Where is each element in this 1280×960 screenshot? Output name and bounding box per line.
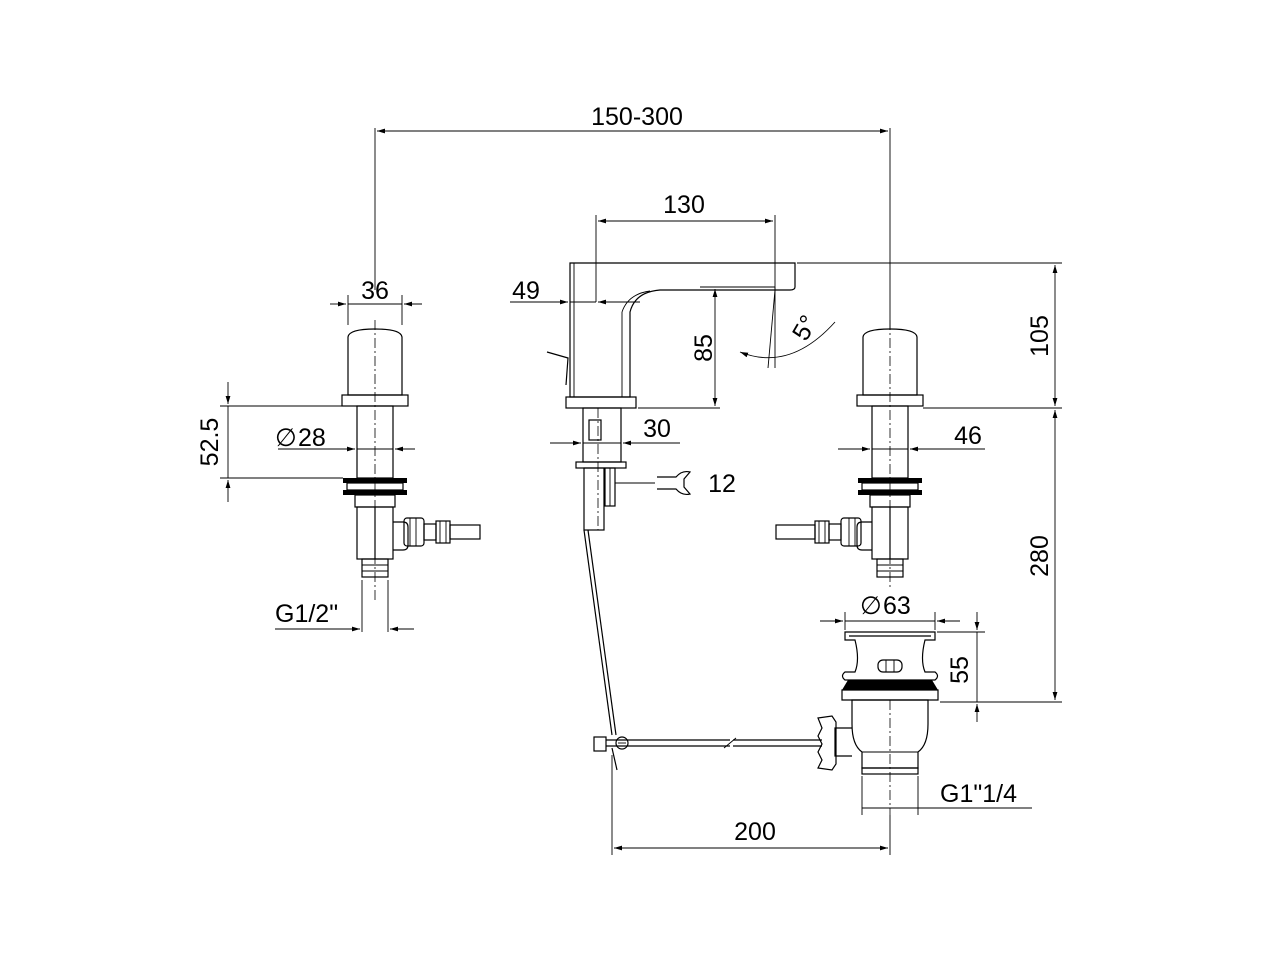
dim-waste-dia: 63: [883, 592, 911, 620]
dim-right-heights: 105 280: [797, 262, 1062, 703]
pop-up-waste: ∅ 63 55 G1"1/4: [817, 592, 1032, 815]
dim-base-width: 30: [643, 415, 671, 443]
dim-top-height: 105: [1026, 315, 1054, 357]
dim-body-height: 52.5: [196, 418, 224, 467]
dim-right-width: 46: [954, 422, 982, 450]
dim-rod-length: 200: [611, 755, 891, 855]
dim-deck-height: 280: [1026, 535, 1054, 577]
dim-valve-thread: G1/2": [275, 600, 338, 628]
dim-waste-dia-symbol: ∅: [860, 592, 882, 620]
dim-spout-angle: 5°: [787, 311, 823, 346]
spout: 130 49 85 5° 30 12: [510, 191, 836, 771]
dim-rod-length-label: 200: [734, 818, 776, 846]
left-valve: 36 52.5 ∅ 28 G1/2": [196, 277, 481, 632]
dim-body-dia-symbol: ∅: [275, 424, 297, 452]
dim-spout-offset: 49: [512, 277, 540, 305]
dim-waste-thread: G1"1/4: [940, 780, 1017, 808]
dim-body-dia: 28: [298, 424, 326, 452]
dim-spout-length: 130: [663, 191, 705, 219]
dim-waste-height: 55: [946, 656, 974, 684]
right-valve: 46: [775, 320, 985, 590]
dim-wrench-size: 12: [708, 470, 736, 498]
dim-handle-width: 36: [361, 277, 389, 305]
dim-spread-label: 150-300: [591, 103, 683, 131]
dim-spread: 150-300: [374, 103, 891, 330]
dim-spout-height: 85: [690, 334, 718, 362]
wrench-icon: [657, 470, 692, 496]
